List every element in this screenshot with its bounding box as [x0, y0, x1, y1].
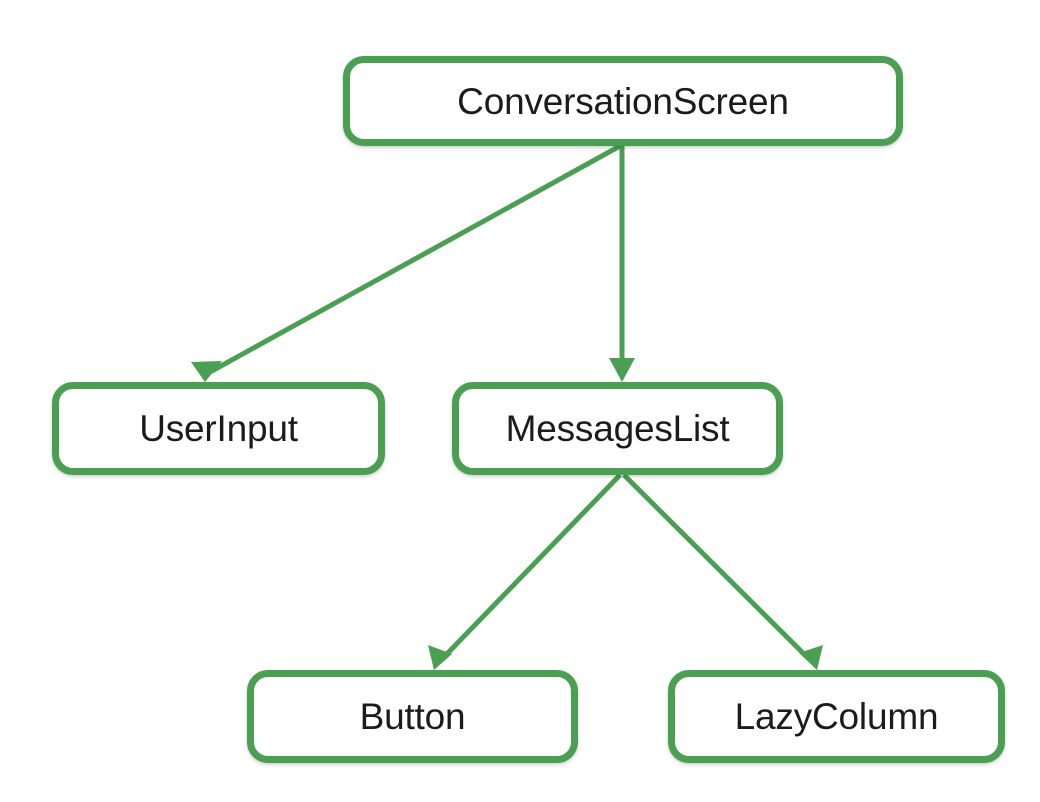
arrowhead-icon — [428, 645, 452, 670]
node-label: Button — [359, 696, 466, 737]
edge-conversationscreen-to-messageslist — [609, 146, 635, 382]
arrowhead-icon — [191, 361, 222, 382]
node-label: UserInput — [139, 408, 298, 449]
node-userinput[interactable]: UserInput — [52, 382, 385, 475]
edge-messageslist-to-lazycolumn — [622, 473, 823, 670]
edge-messageslist-to-button — [428, 473, 622, 670]
node-lazycolumn[interactable]: LazyColumn — [668, 670, 1005, 763]
node-label: LazyColumn — [734, 696, 939, 737]
node-conversationscreen[interactable]: ConversationScreen — [343, 56, 903, 146]
node-button[interactable]: Button — [247, 670, 578, 763]
node-label: ConversationScreen — [457, 80, 789, 122]
node-messageslist[interactable]: MessagesList — [452, 382, 783, 475]
arrowhead-icon — [799, 645, 823, 670]
edge-conversationscreen-to-userinput — [191, 143, 622, 382]
node-label: MessagesList — [505, 408, 730, 449]
arrowhead-icon — [609, 358, 635, 382]
